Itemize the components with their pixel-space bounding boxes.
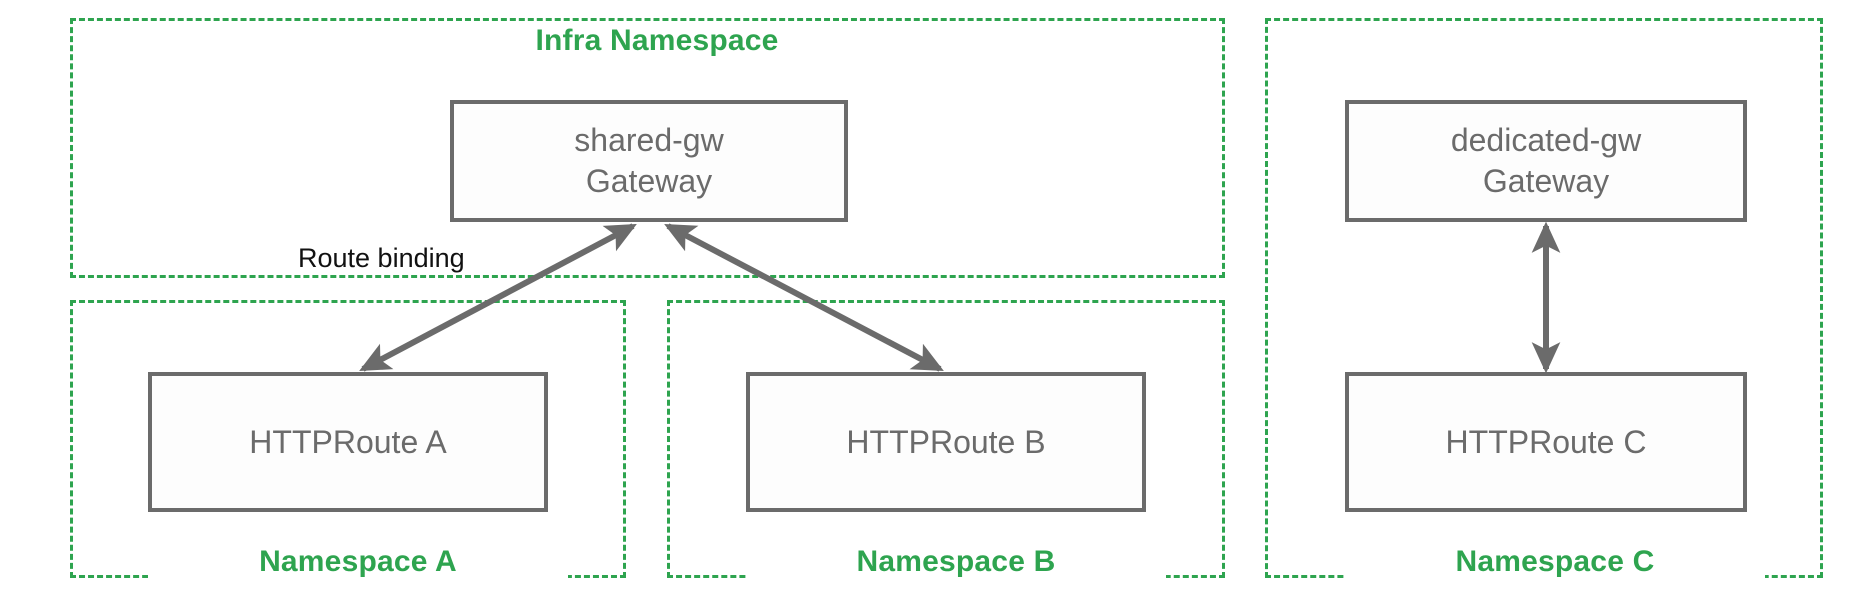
namespace-label-a: Namespace A bbox=[148, 545, 568, 579]
node-httproute-a[interactable]: HTTPRoute A bbox=[148, 372, 548, 512]
namespace-region-infra bbox=[70, 18, 1225, 278]
namespace-label-infra: Infra Namespace bbox=[447, 24, 867, 58]
node-shared-gw-gateway[interactable]: shared-gw Gateway bbox=[450, 100, 848, 222]
node-httproute-c[interactable]: HTTPRoute C bbox=[1345, 372, 1747, 512]
edge-label-route-binding: Route binding bbox=[294, 243, 469, 273]
namespace-label-b: Namespace B bbox=[746, 545, 1166, 579]
namespace-label-c: Namespace C bbox=[1345, 545, 1765, 579]
node-dedicated-gw-gateway[interactable]: dedicated-gw Gateway bbox=[1345, 100, 1747, 222]
node-httproute-b[interactable]: HTTPRoute B bbox=[746, 372, 1146, 512]
